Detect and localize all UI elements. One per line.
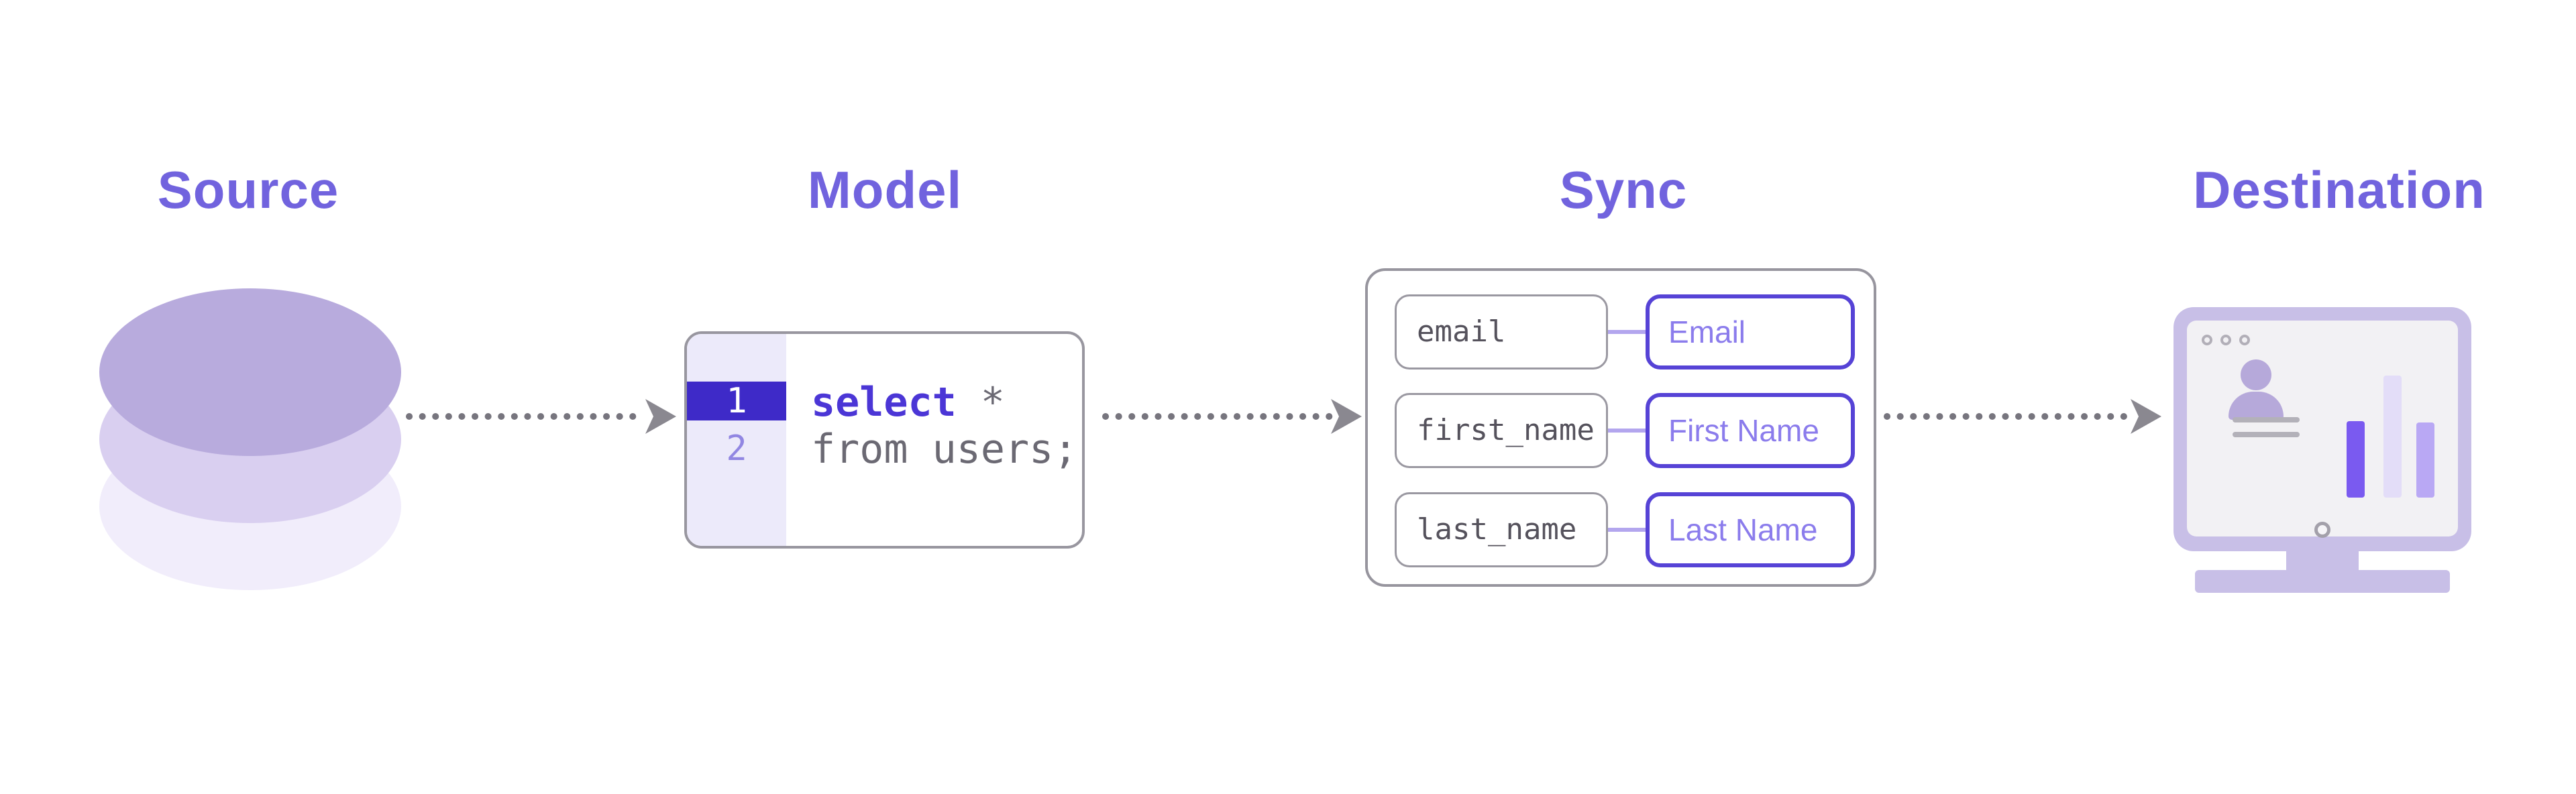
field-mapping-panel: email Email first_name First Name last_n…: [1365, 268, 1876, 587]
source-field-box: last_name: [1395, 492, 1608, 567]
line-number-1: 1: [726, 381, 747, 421]
bar-chart-bar: [2347, 421, 2365, 498]
text-line: [2233, 417, 2300, 422]
code-line-1: select*: [811, 382, 1005, 422]
mapping-row: email Email: [1368, 294, 1874, 370]
window-control-dot: [2220, 335, 2231, 345]
code-line-2: from users;: [811, 426, 1078, 473]
arrowhead-icon: [1331, 399, 1362, 434]
line-number-gutter: [687, 334, 786, 546]
source-title: Source: [157, 160, 339, 219]
destination-title: Destination: [2193, 160, 2485, 219]
window-control-dot: [2202, 335, 2212, 345]
monitor-button-dot: [2314, 522, 2330, 538]
database-disc-top: [99, 288, 401, 456]
destination-field-box: Last Name: [1646, 492, 1855, 567]
sql-editor: 1 2 select* from users;: [684, 331, 1085, 549]
sql-keyword: select: [811, 379, 957, 426]
mapping-connector: [1608, 528, 1646, 532]
line-number-2: 2: [726, 429, 747, 469]
bar-chart-bar: [2416, 422, 2434, 498]
mapping-row: last_name Last Name: [1368, 492, 1874, 567]
highlighted-line-bar: [687, 382, 786, 420]
bar-chart-bar: [2383, 376, 2402, 498]
arrow-sync-to-destination: [1884, 399, 2161, 434]
model-title: Model: [807, 160, 963, 219]
monitor-screen: [2187, 321, 2458, 536]
arrow-model-to-sync: [1102, 399, 1362, 434]
source-field-box: first_name: [1395, 393, 1608, 468]
monitor-base: [2195, 570, 2450, 593]
mapping-connector: [1608, 429, 1646, 433]
text-line: [2233, 432, 2300, 437]
monitor-stand: [2286, 550, 2359, 571]
window-control-dot: [2239, 335, 2250, 345]
arrowhead-icon: [645, 399, 676, 434]
sql-asterisk: *: [980, 379, 1005, 426]
mapping-row: first_name First Name: [1368, 393, 1874, 468]
sync-title: Sync: [1559, 160, 1688, 219]
source-field-box: email: [1395, 294, 1608, 370]
destination-field-box: Email: [1646, 294, 1855, 370]
arrowhead-icon: [2131, 399, 2161, 434]
arrow-source-to-model: [406, 399, 676, 434]
mapping-connector: [1608, 330, 1646, 334]
destination-field-box: First Name: [1646, 393, 1855, 468]
user-icon-head: [2241, 359, 2271, 390]
